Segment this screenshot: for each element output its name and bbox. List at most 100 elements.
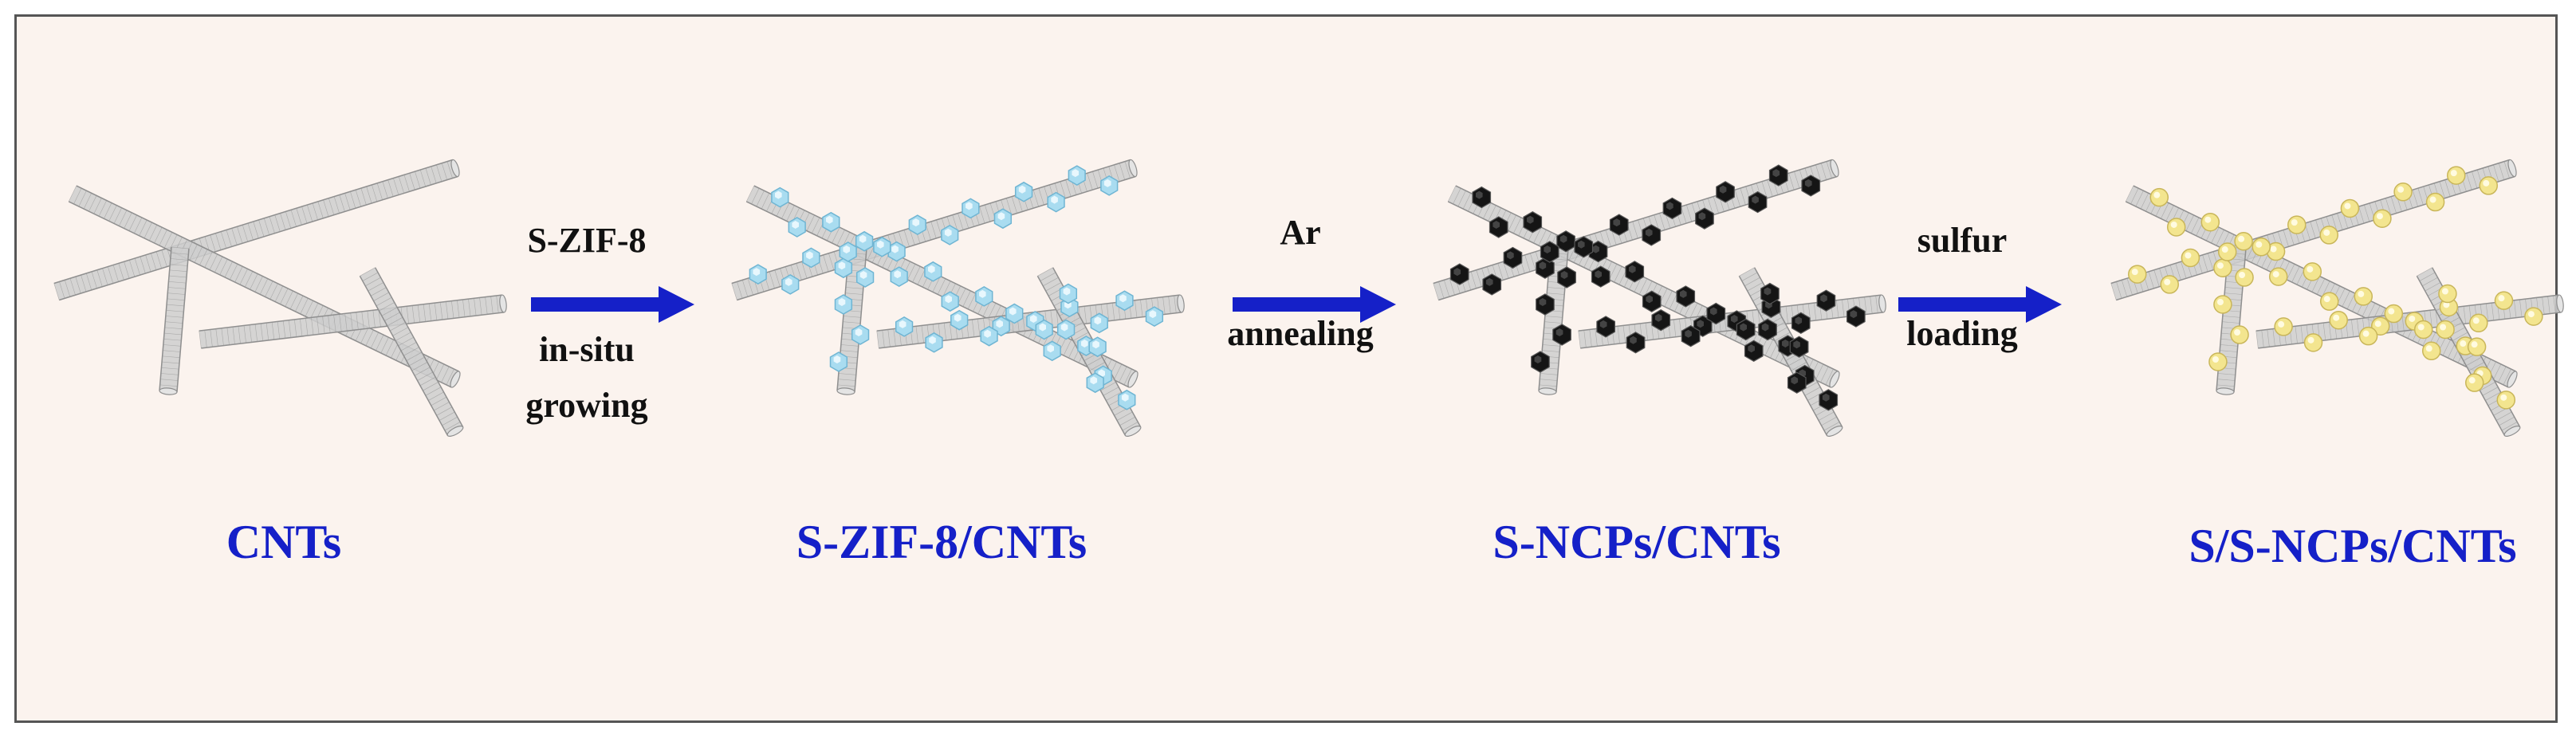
- particle: [1068, 165, 1086, 186]
- particle: [1816, 289, 1836, 312]
- particle: [771, 186, 789, 208]
- particle: [1748, 190, 1768, 214]
- step1-bottom-label-2: growing: [525, 386, 648, 425]
- step1-arrow-icon: [531, 286, 694, 323]
- particle: [2160, 275, 2179, 294]
- particle: [834, 294, 853, 315]
- step3-bottom-label-1: loading: [1906, 314, 2018, 353]
- particle: [908, 214, 926, 235]
- particle: [2217, 242, 2237, 261]
- particle: [1642, 224, 1662, 246]
- s-sncps-cnt-network-image: [2110, 159, 2564, 437]
- particle: [2252, 238, 2271, 257]
- particle: [2393, 183, 2413, 202]
- particle: [890, 266, 908, 287]
- particle: [2421, 341, 2441, 361]
- particle: [1449, 263, 1469, 285]
- cnt-network-image: [53, 159, 507, 437]
- particle: [1588, 240, 1608, 263]
- nanotube: [199, 294, 507, 349]
- particle: [2208, 352, 2228, 371]
- particle: [941, 225, 959, 245]
- particle: [1801, 175, 1821, 197]
- particle: [1557, 266, 1576, 289]
- particle: [855, 230, 874, 252]
- particle: [980, 325, 998, 347]
- particle: [2274, 317, 2293, 336]
- particle: [1695, 207, 1714, 230]
- particle: [1059, 283, 1078, 304]
- particle: [1047, 191, 1065, 213]
- particle: [1005, 303, 1024, 324]
- particle: [1846, 305, 1866, 328]
- particle: [839, 241, 857, 262]
- particle: [2213, 295, 2232, 314]
- particle: [2425, 192, 2445, 212]
- particle: [1574, 236, 1594, 258]
- particle: [962, 198, 980, 219]
- particle: [2373, 209, 2392, 228]
- particle: [873, 236, 891, 257]
- particle: [2319, 292, 2339, 311]
- step1-top-label: S-ZIF-8: [527, 221, 647, 260]
- diagram-panel: CNTs S-ZIF-8 in-situ growing S-ZIF-8/CNT…: [14, 14, 2564, 723]
- particle: [2266, 241, 2286, 261]
- stage-s-sncps-cnts: [2098, 152, 2576, 471]
- particle: [788, 217, 806, 238]
- particle: [2200, 212, 2220, 232]
- particle: [1014, 181, 1033, 202]
- particle: [993, 208, 1013, 230]
- step2-bottom-label-1: annealing: [1227, 314, 1374, 353]
- particle: [1760, 282, 1780, 305]
- particle: [1523, 211, 1543, 234]
- particle: [887, 241, 906, 262]
- particle: [1651, 309, 1671, 332]
- particle: [1472, 186, 1492, 209]
- particle: [1625, 261, 1645, 283]
- particle: [2340, 198, 2360, 218]
- particle: [1531, 351, 1550, 373]
- particle: [2438, 284, 2457, 304]
- particle: [851, 324, 870, 345]
- particle: [829, 351, 848, 372]
- particle: [2354, 287, 2373, 306]
- particle: [2413, 320, 2433, 340]
- particle: [2303, 262, 2322, 281]
- szif8-cnt-network-image: [731, 159, 1185, 437]
- nanotube: [53, 159, 460, 301]
- particle: [1736, 318, 1756, 341]
- particle: [1536, 257, 1555, 279]
- particle: [941, 291, 959, 312]
- particle: [1662, 197, 1682, 220]
- particle: [1789, 336, 1809, 358]
- particle: [1642, 290, 1662, 312]
- step1-bottom-label-1: in-situ: [539, 330, 635, 369]
- particle: [1819, 389, 1839, 411]
- particle: [1118, 389, 1136, 410]
- particle: [1536, 293, 1555, 316]
- particle: [2358, 326, 2378, 346]
- particle: [2524, 307, 2543, 326]
- stage-label-szif8-cnts: S-ZIF-8/CNTs: [796, 516, 1087, 568]
- particle: [2467, 337, 2487, 356]
- particle: [2496, 391, 2516, 410]
- particle: [1768, 164, 1788, 186]
- nanotube: [1433, 159, 1839, 301]
- step2-top-label: Ar: [1280, 213, 1321, 252]
- particle: [1744, 340, 1764, 362]
- particle: [1540, 241, 1559, 263]
- particle: [2235, 268, 2254, 287]
- particle: [2436, 320, 2455, 340]
- particle: [2234, 232, 2253, 251]
- nanotube: [2125, 185, 2518, 388]
- particle: [1626, 332, 1646, 354]
- arrow-shaft: [1898, 297, 2030, 312]
- particle: [1552, 324, 1571, 346]
- stage-sncps-cnts: [1420, 152, 1898, 471]
- step3-top-label: sulfur: [1917, 221, 2008, 260]
- particle: [2469, 313, 2488, 333]
- particle: [1145, 306, 1164, 327]
- stage-label-cnts: CNTs: [226, 516, 342, 568]
- particle: [1503, 246, 1523, 269]
- particle: [2303, 333, 2323, 352]
